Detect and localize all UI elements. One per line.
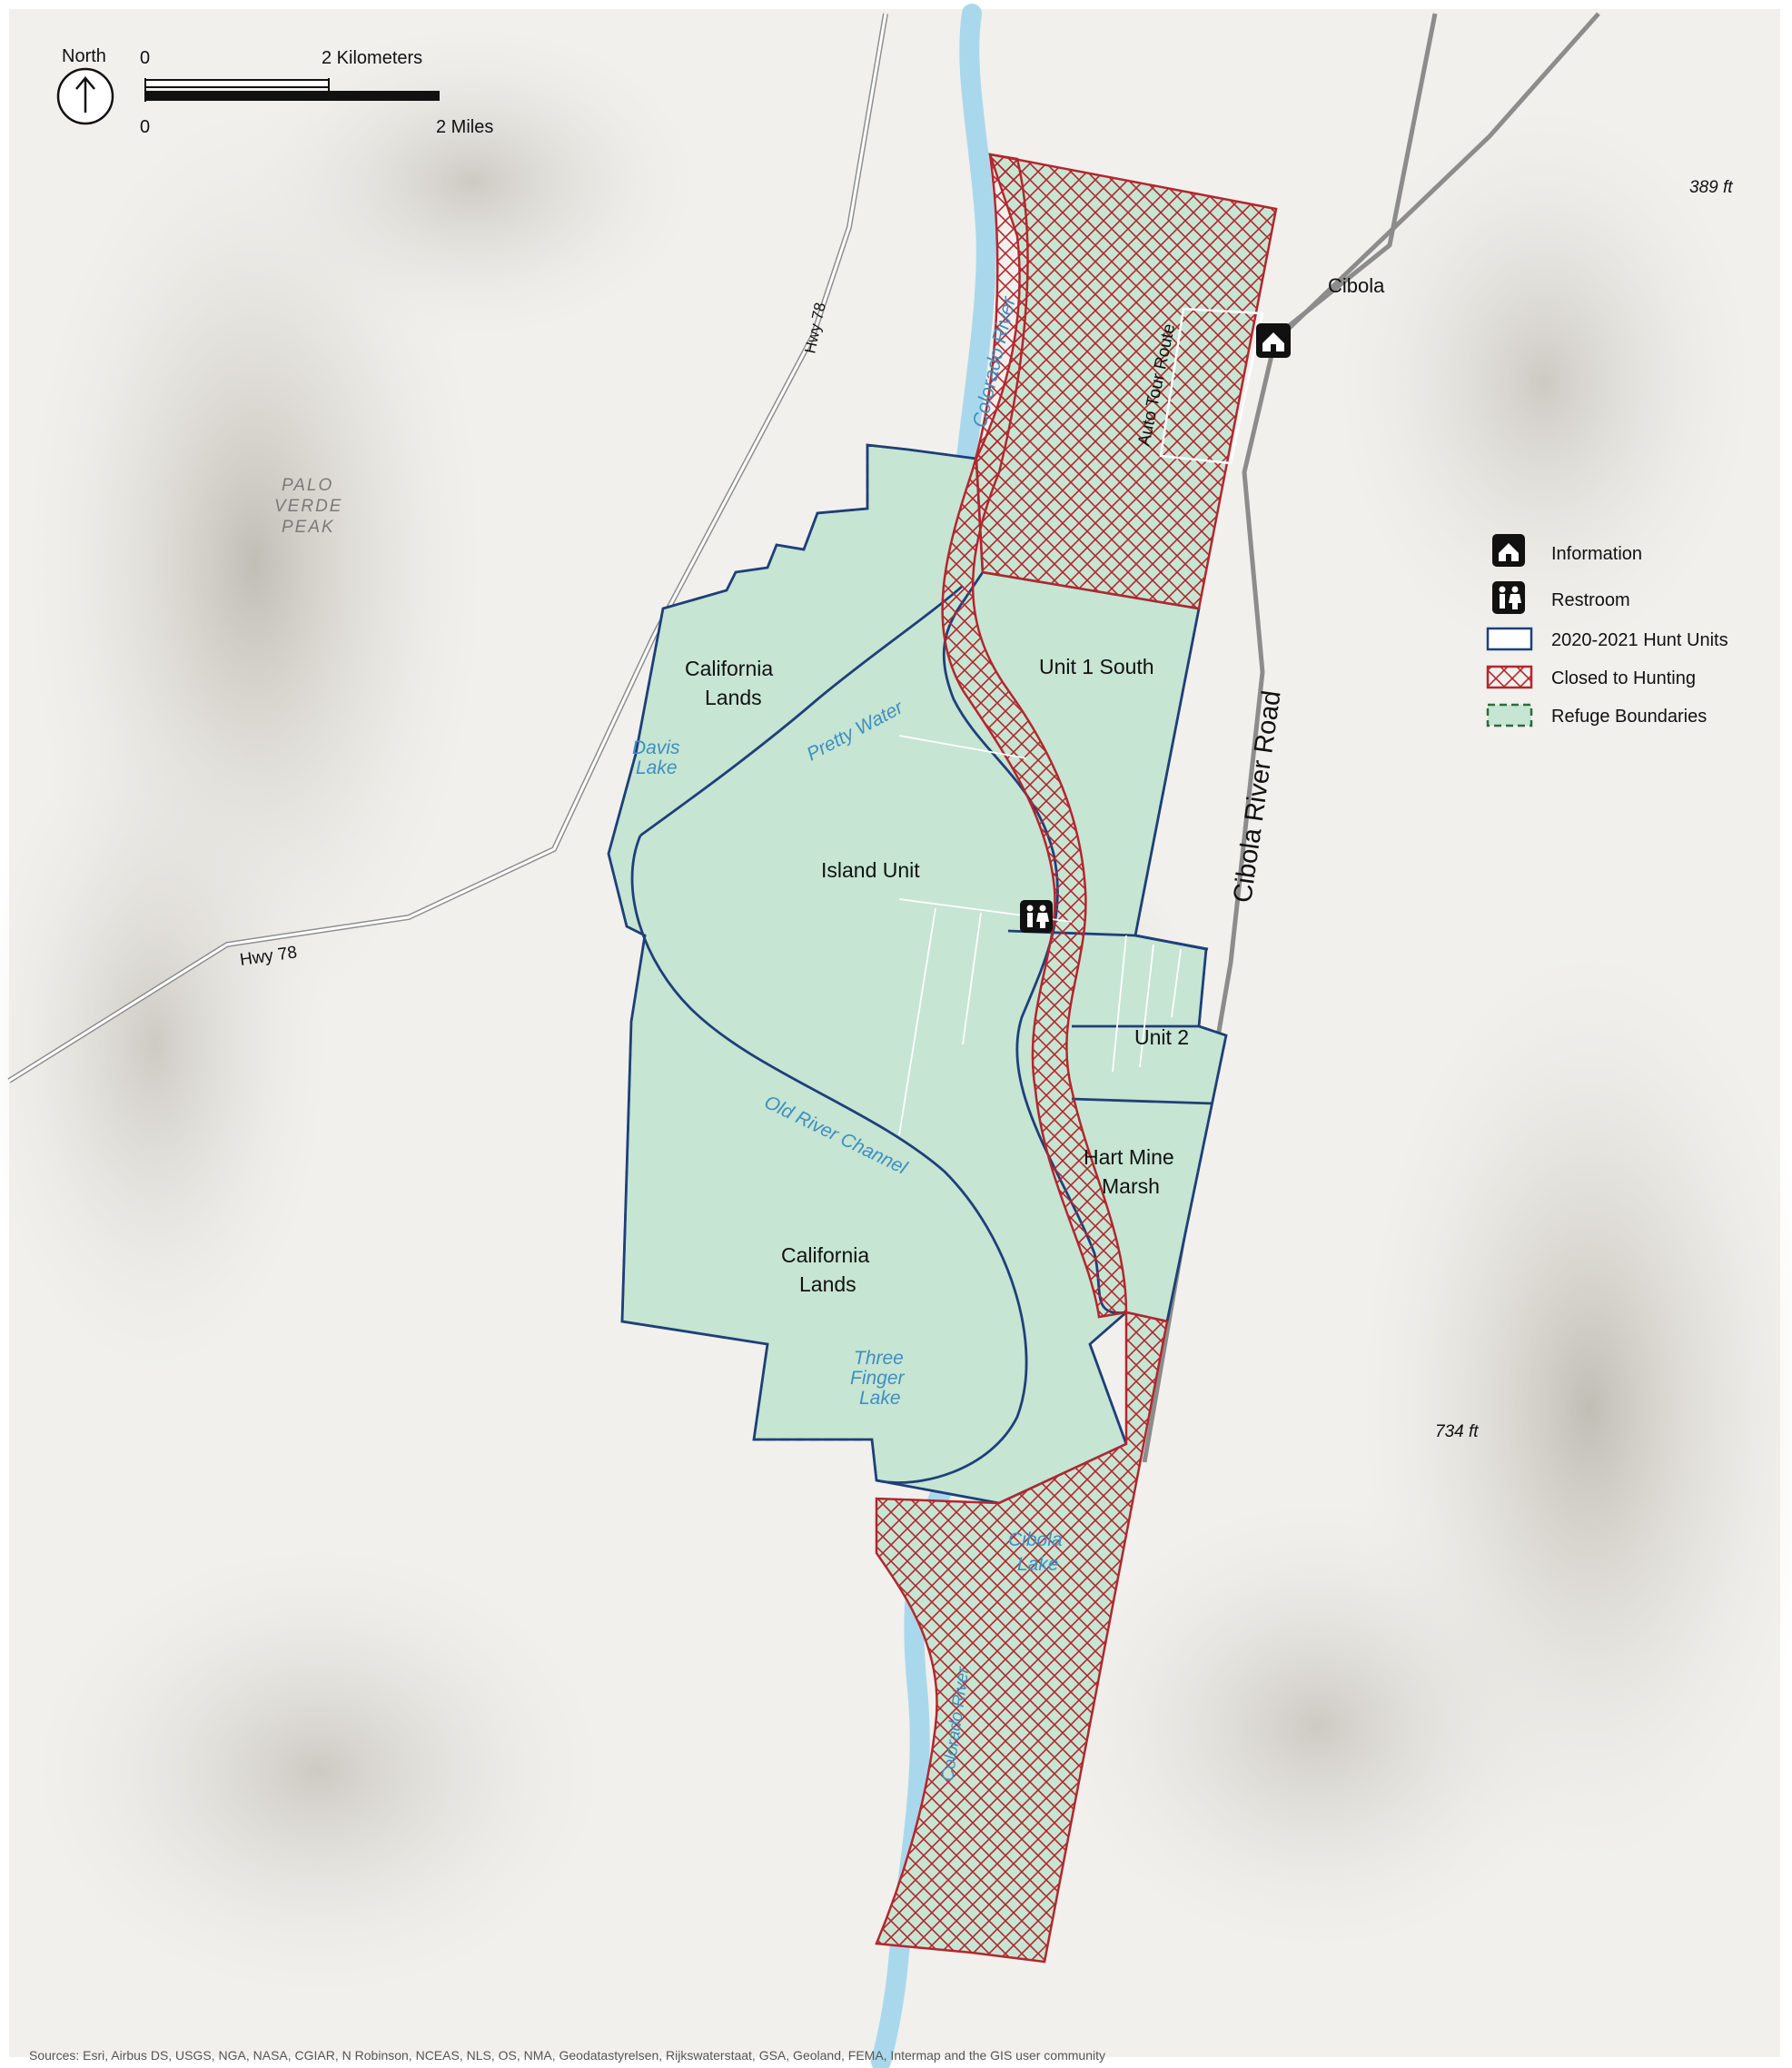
- label-davis-lake-1: Davis: [632, 737, 680, 758]
- scale-mi-zero: 0: [140, 117, 150, 137]
- label-cibola: Cibola: [1328, 274, 1385, 297]
- map-credits: Sources: Esri, Airbus DS, USGS, NGA, NAS…: [29, 2048, 1105, 2063]
- label-california-lands-north-2: Lands: [705, 686, 762, 709]
- label-california-lands-south-2: Lands: [799, 1272, 856, 1296]
- label-hart-mine-marsh-2: Marsh: [1102, 1174, 1160, 1198]
- refuge-boundary-swatch: [1486, 703, 1533, 727]
- legend-item-refuge-boundary: Refuge Boundaries: [1486, 703, 1707, 727]
- label-hart-mine-marsh-1: Hart Mine: [1084, 1145, 1174, 1169]
- label-island-unit: Island Unit: [821, 858, 920, 882]
- label-palo-verde-2: VERDE: [274, 497, 342, 516]
- legend-information-icon: [1492, 534, 1525, 567]
- restroom-icon[interactable]: [1020, 900, 1053, 933]
- legend-label-restroom: Restroom: [1551, 590, 1630, 610]
- label-california-lands-north-1: California: [685, 657, 773, 680]
- refuge-area: [607, 443, 1228, 1505]
- label-unit2: Unit 2: [1134, 1025, 1189, 1049]
- label-three-finger-lake-1: Three: [854, 1348, 904, 1369]
- closed-hunting-swatch: [1486, 665, 1533, 689]
- legend-item-information: Information: [1492, 534, 1642, 567]
- hunt-units-swatch: [1486, 627, 1533, 651]
- label-california-lands-south-1: California: [781, 1243, 869, 1267]
- legend-label-information: Information: [1551, 544, 1642, 564]
- legend-label-refuge-boundary: Refuge Boundaries: [1551, 707, 1707, 727]
- label-elev-734: 734 ft: [1435, 1422, 1479, 1441]
- label-cibola-lake-2: Lake: [1017, 1554, 1059, 1575]
- label-unit1-south: Unit 1 South: [1039, 655, 1154, 678]
- scale-km-label: 2 Kilometers: [322, 48, 422, 68]
- scale-bar-mi: [145, 91, 440, 101]
- scale-bar-km: [144, 79, 330, 88]
- scale-mi-label: 2 Miles: [436, 117, 493, 137]
- scale-bar: North 0 2 Kilometers 0 2 Miles: [56, 46, 493, 137]
- information-icon[interactable]: [1256, 323, 1291, 358]
- legend-label-closed-hunting: Closed to Hunting: [1551, 668, 1696, 688]
- auto-tour-route: [1159, 307, 1264, 465]
- highway-78: [7, 13, 888, 1083]
- label-palo-verde-1: PALO: [282, 476, 333, 495]
- legend-label-hunt-units: 2020-2021 Hunt Units: [1551, 630, 1728, 650]
- legend: Information Restroom 2020-2021 Hunt Unit…: [1486, 534, 1728, 727]
- label-elev-389: 389 ft: [1689, 178, 1733, 197]
- label-davis-lake-2: Lake: [636, 757, 678, 778]
- label-three-finger-lake-2: Finger: [850, 1368, 906, 1389]
- north-arrow-pointer: [75, 76, 95, 113]
- legend-item-restroom: Restroom: [1492, 581, 1630, 614]
- legend-restroom-icon: [1492, 581, 1525, 614]
- north-label: North: [62, 46, 106, 66]
- legend-item-hunt-units: 2020-2021 Hunt Units: [1486, 627, 1728, 651]
- legend-item-closed-hunting: Closed to Hunting: [1486, 665, 1696, 689]
- label-palo-verde-3: PEAK: [282, 518, 335, 537]
- scale-km-zero: 0: [140, 48, 150, 68]
- label-three-finger-lake-3: Lake: [859, 1388, 901, 1409]
- label-cibola-lake-1: Cibola: [1008, 1529, 1063, 1550]
- terrain-hillshade: [0, 18, 1792, 2007]
- closed-hunting-south-hatch: [875, 1311, 1169, 1964]
